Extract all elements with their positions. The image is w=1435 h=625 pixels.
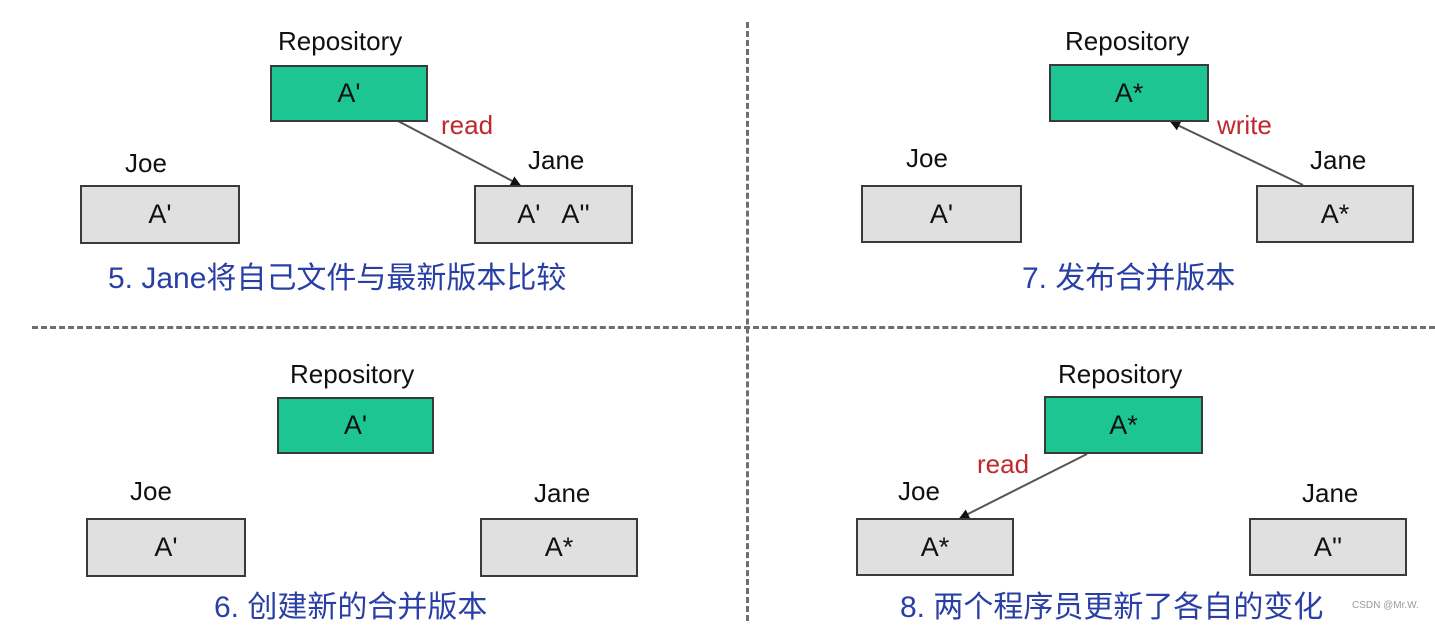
joe-box: A* <box>856 518 1014 576</box>
step-caption: 6. 创建新的合并版本 <box>214 591 488 624</box>
step-caption: 8. 两个程序员更新了各自的变化 <box>900 591 1324 624</box>
repository-label: Repository <box>290 359 415 389</box>
horizontal-divider <box>32 326 1435 329</box>
write-arrow-panel7 <box>1170 121 1304 186</box>
operation-label: read <box>977 449 1030 479</box>
jane-label: Jane <box>1302 478 1359 508</box>
jane-box: A* <box>1256 185 1414 243</box>
repository-label: Repository <box>278 26 403 56</box>
joe-label: Joe <box>906 143 948 173</box>
operation-label: read <box>441 110 494 140</box>
repository-box: A* <box>1049 64 1209 122</box>
joe-box: A' <box>861 185 1022 243</box>
watermark: CSDN @Mr.W. <box>1352 600 1419 611</box>
repository-box: A' <box>277 397 434 454</box>
joe-box: A' <box>86 518 246 577</box>
step-caption: 7. 发布合并版本 <box>1022 262 1236 295</box>
vertical-divider <box>746 22 749 621</box>
read-arrow-panel8 <box>959 453 1088 519</box>
joe-label: Joe <box>125 148 167 178</box>
repository-label: Repository <box>1058 359 1183 389</box>
joe-label: Joe <box>898 476 940 506</box>
operation-label: write <box>1217 110 1272 140</box>
step-caption: 5. Jane将自己文件与最新版本比较 <box>108 262 567 295</box>
repository-box: A' <box>270 65 428 122</box>
repository-label: Repository <box>1065 26 1190 56</box>
read-arrow-panel5 <box>397 120 521 186</box>
repository-box: A* <box>1044 396 1203 454</box>
jane-label: Jane <box>1310 145 1367 175</box>
jane-label: Jane <box>534 478 591 508</box>
jane-box: A* <box>480 518 638 577</box>
jane-box: A'' <box>1249 518 1407 576</box>
joe-label: Joe <box>130 476 172 506</box>
jane-box: A' A'' <box>474 185 633 244</box>
joe-box: A' <box>80 185 240 244</box>
jane-label: Jane <box>528 145 585 175</box>
